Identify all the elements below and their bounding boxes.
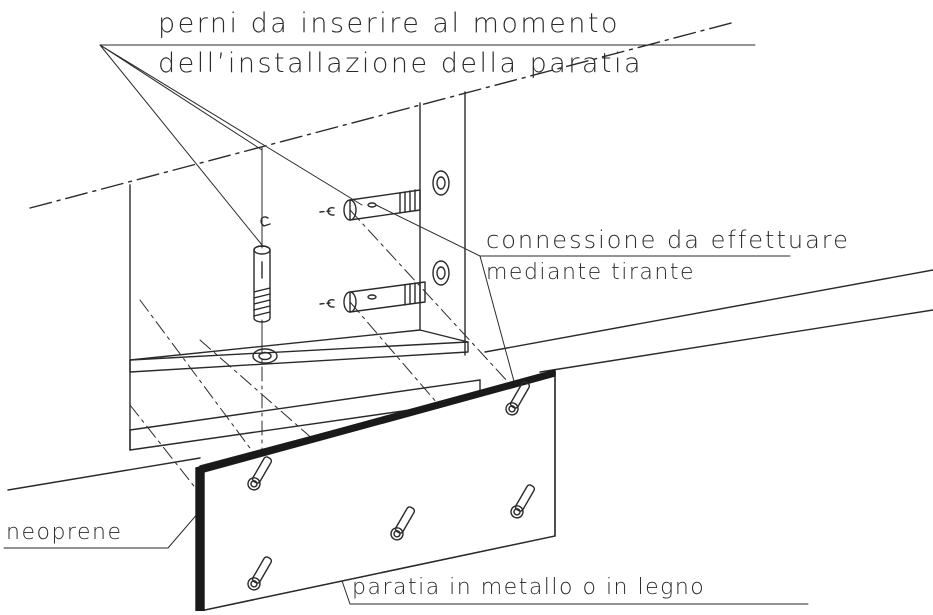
vertical-pin [252,147,278,364]
construction-axis-line [29,21,736,209]
label-pins-line1: perni da inserire al momento [158,8,621,39]
label-connection-line2: mediante tirante [486,260,695,285]
ground-line-lower-right [539,309,933,373]
label-panel: paratia in metallo o in legno [352,575,706,600]
label-pins-line2: dell’installazione della paratia [158,48,644,79]
horizontal-pin-upper [319,170,450,221]
wall-outline [129,91,481,451]
label-connection-line1: connessione da effettuare [486,226,850,254]
panel-bolts [247,381,536,591]
horizontal-pin-lower [319,260,450,313]
front-panel [195,369,556,612]
ground-line-lower [7,457,201,491]
label-neoprene: neoprene [6,520,123,545]
ground-line-upper [484,269,933,353]
